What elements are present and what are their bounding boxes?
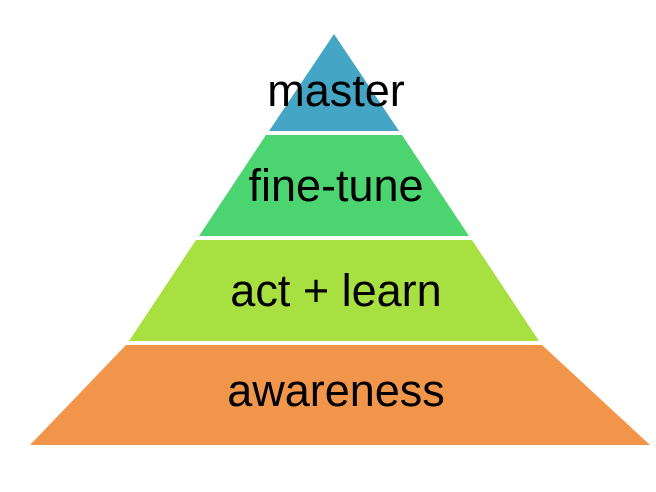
pyramid-tier-2-fine-tune-shape[interactable] [199, 135, 469, 236]
pyramid-tier-1-master-shape[interactable] [269, 34, 399, 131]
pyramid-tier-4-awareness-shape[interactable] [30, 345, 650, 445]
pyramid-tier-3-act-learn-shape[interactable] [129, 240, 539, 341]
